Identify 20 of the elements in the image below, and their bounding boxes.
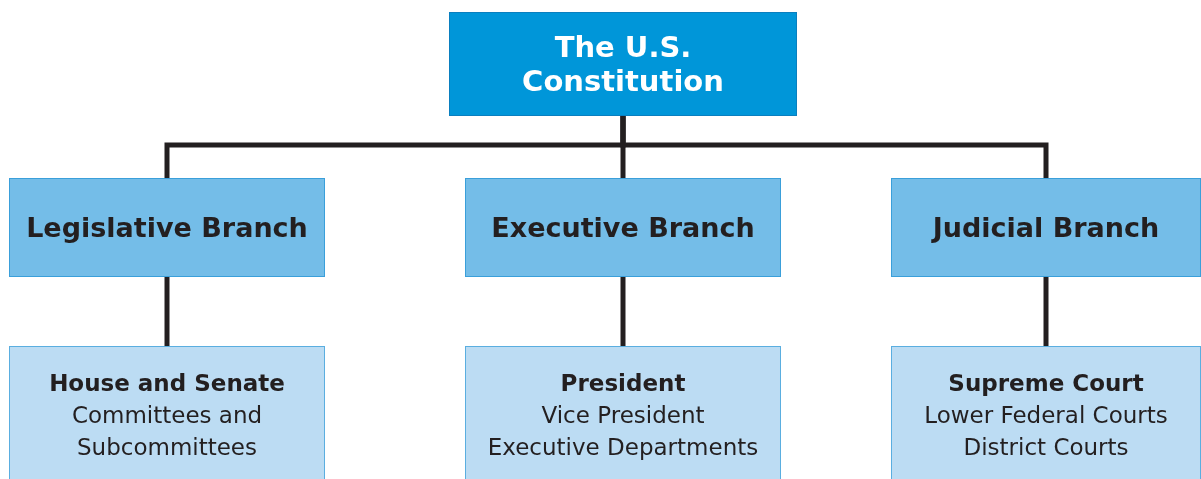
detail-item: Vice President xyxy=(541,401,705,430)
branch-name: Judicial Branch xyxy=(932,212,1160,243)
connector-line xyxy=(620,116,1049,178)
detail-heading: President xyxy=(560,369,686,398)
detail-item: Lower Federal Courts xyxy=(924,401,1168,430)
detail-item: District Courts xyxy=(963,433,1129,462)
detail-box xyxy=(9,346,325,479)
branch-box xyxy=(465,178,781,277)
branch-name: Legislative Branch xyxy=(26,212,308,243)
detail-box xyxy=(891,346,1201,479)
branch-name: Executive Branch xyxy=(491,212,755,243)
branch-box xyxy=(9,178,325,277)
detail-heading: Supreme Court xyxy=(948,369,1144,398)
detail-heading: House and Senate xyxy=(49,369,285,398)
branch-box xyxy=(891,178,1201,277)
title-box xyxy=(449,12,797,116)
detail-item: Committees and Subcommittees xyxy=(70,401,264,462)
title-text: The U.S. Constitution xyxy=(521,30,725,98)
detail-item: Executive Departments xyxy=(487,433,759,462)
detail-box xyxy=(465,346,781,479)
